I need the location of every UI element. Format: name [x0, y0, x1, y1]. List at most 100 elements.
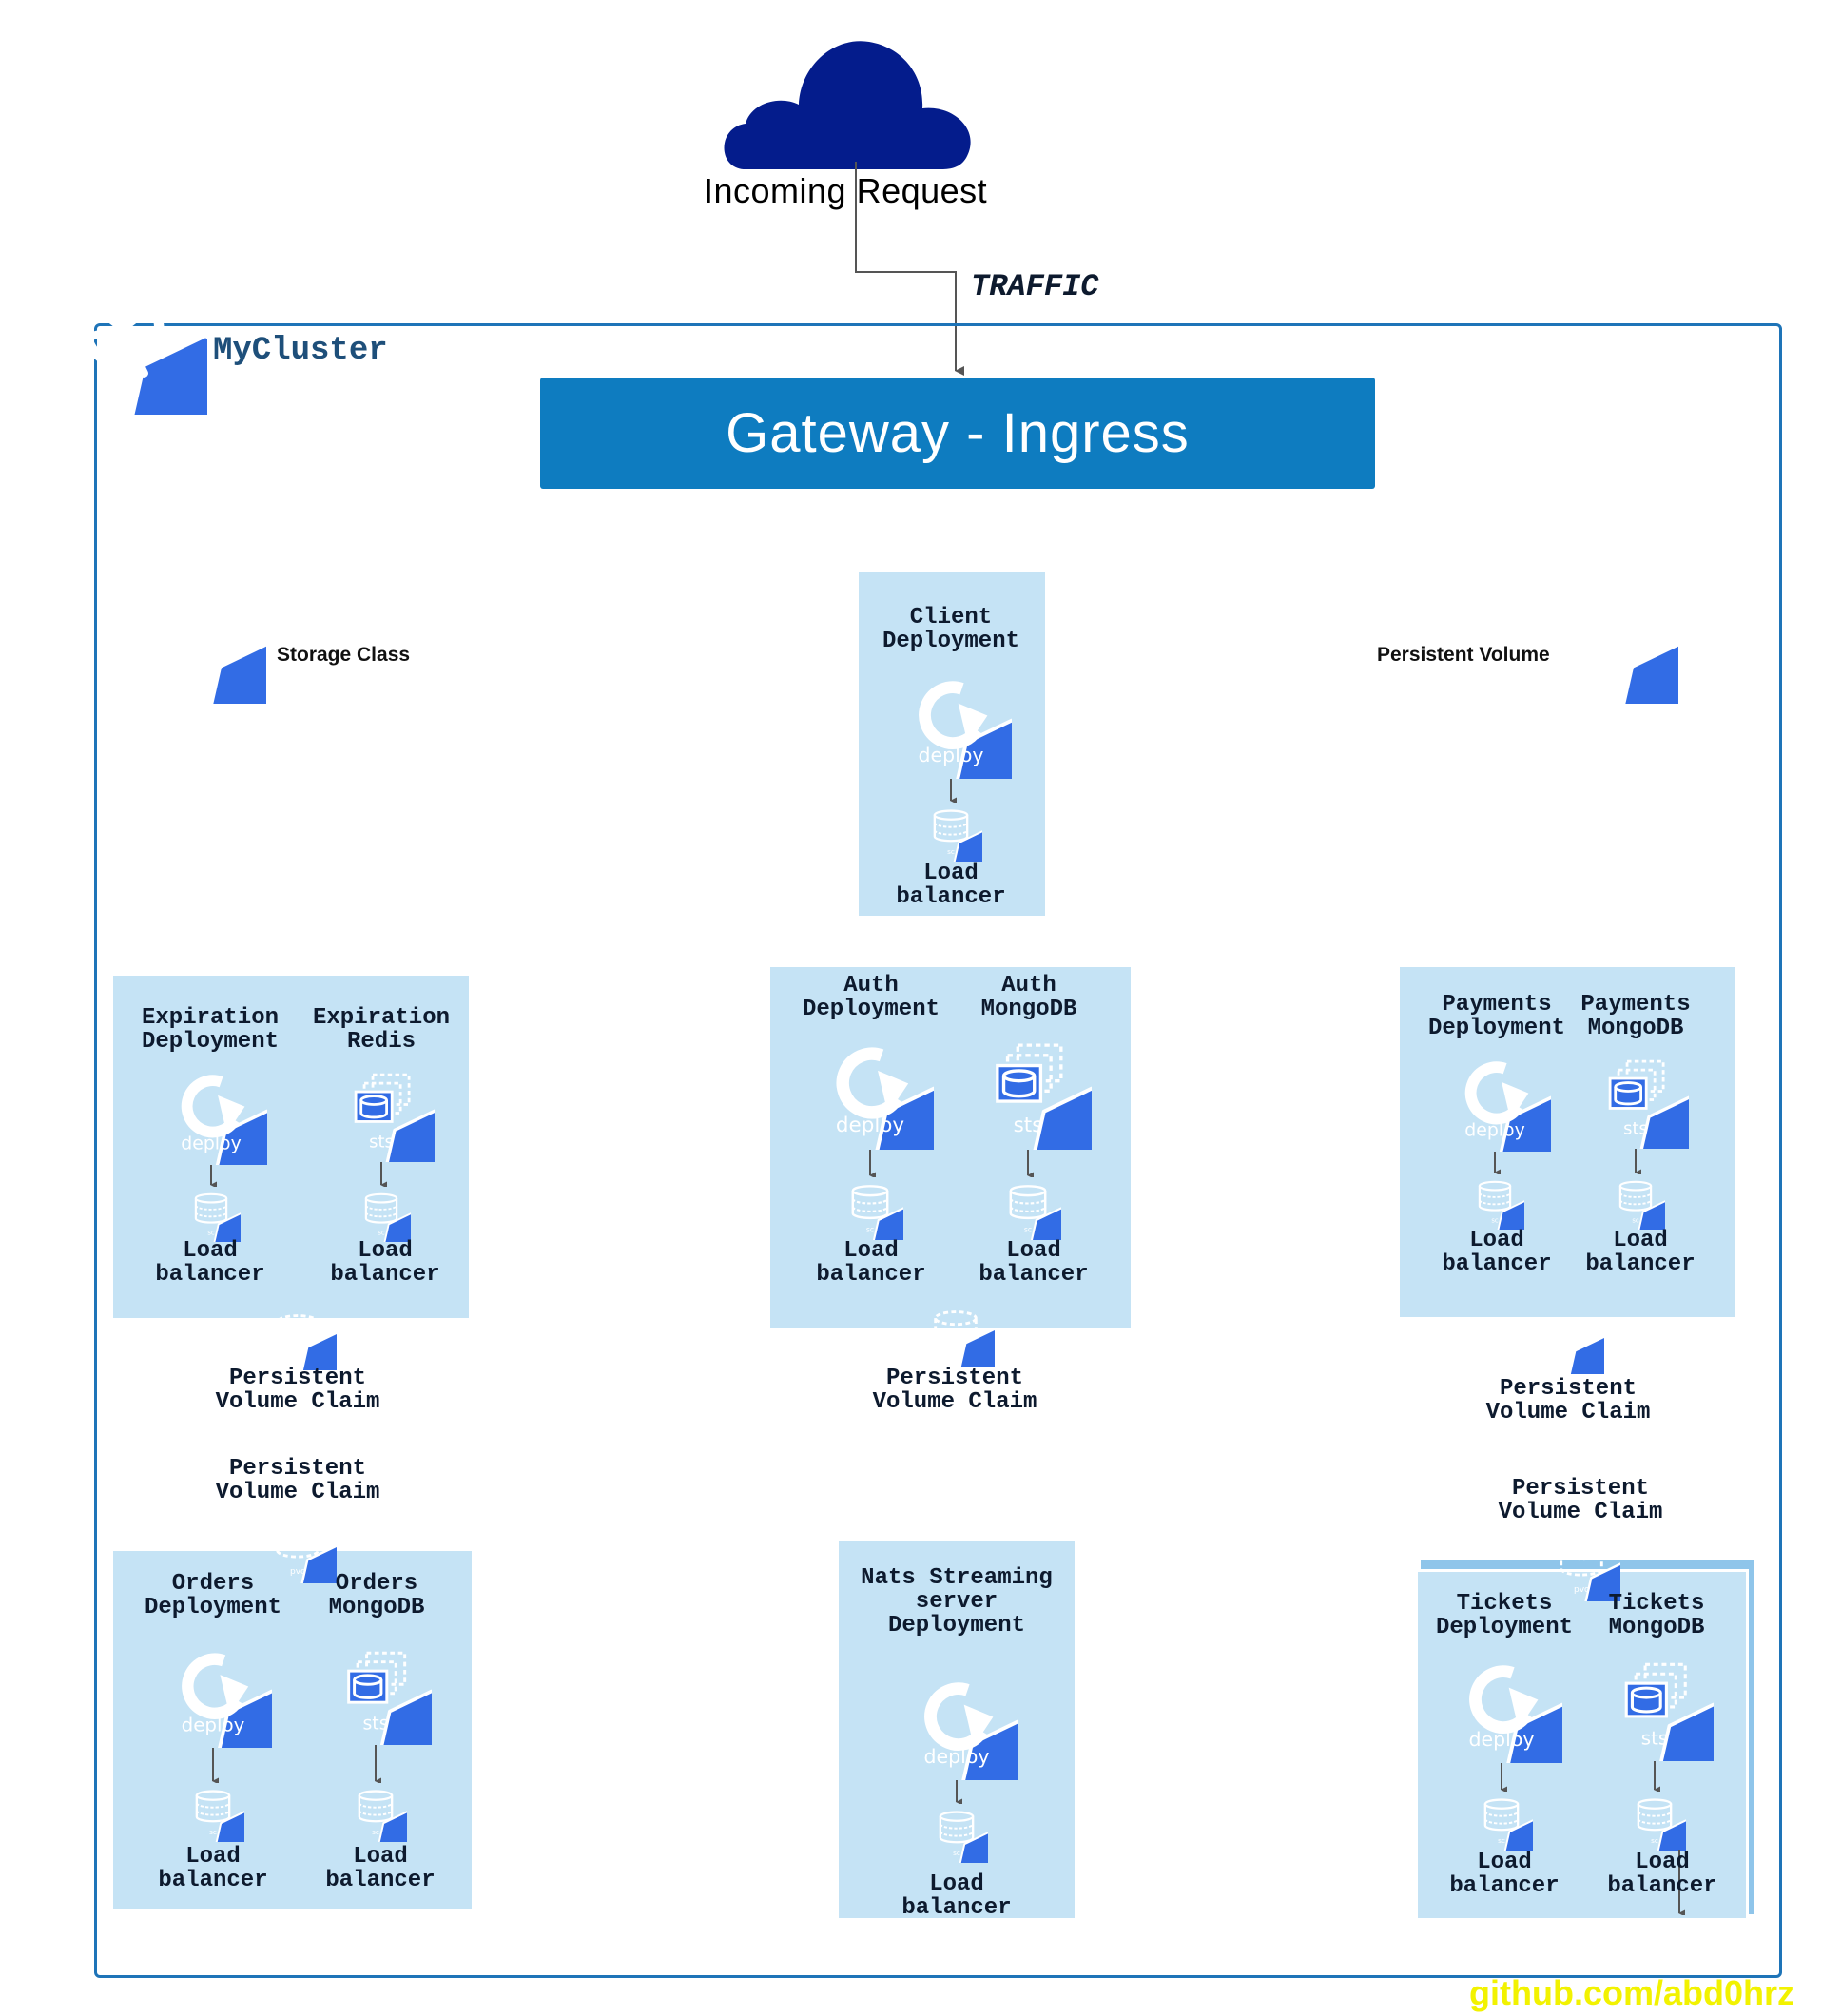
orders-lb2-icon: sc — [358, 1790, 407, 1842]
client-deploy-icon: deploy — [919, 657, 1012, 779]
arrow-connector — [210, 1165, 217, 1187]
svg-text:sts: sts — [1623, 1118, 1648, 1138]
auth-sts-icon: sts — [996, 1043, 1092, 1150]
svg-text:pvc: pvc — [1558, 1358, 1573, 1367]
svg-text:sc: sc — [947, 847, 955, 856]
orders-deployment-label: Orders Deployment — [144, 1571, 282, 1620]
tickets-lb2-icon: sc — [1637, 1798, 1686, 1851]
orders-deploy-icon: deploy — [182, 1630, 272, 1748]
svg-text:deploy: deploy — [181, 1133, 242, 1153]
kubernetes-helm-icon — [70, 274, 207, 415]
arrow-connector — [956, 1780, 962, 1804]
svg-text:sts: sts — [1641, 1728, 1668, 1750]
svg-text:sts: sts — [369, 1132, 394, 1152]
orders-mongodb-label: Orders MongoDB — [328, 1571, 425, 1620]
tickets-pvc-icon: pvc — [1560, 1545, 1620, 1601]
svg-text:sts: sts — [1014, 1114, 1043, 1137]
orders-lb2-label: Load balancer — [325, 1844, 436, 1893]
expiration-redis-label: Expiration Redis — [312, 1005, 451, 1055]
svg-text:sc: sc — [372, 1828, 379, 1836]
orders-sts-icon: sts — [347, 1651, 432, 1745]
svg-text:pvc: pvc — [290, 1567, 305, 1577]
persistent-volume-icon: pv — [1584, 614, 1678, 704]
tickets-pvc-label: Persistent Volume Claim — [1498, 1476, 1663, 1525]
tickets-sts-icon: sts — [1624, 1662, 1714, 1761]
auth-deployment-label: Auth Deployment — [802, 973, 940, 1022]
svg-text:pvc: pvc — [1574, 1585, 1589, 1595]
payments-pvc-icon: pvc — [1543, 1318, 1604, 1374]
storage-class-label: Storage Class — [277, 644, 411, 666]
expiration-lb1-label: Load balancer — [155, 1238, 265, 1288]
payments-lb1-icon: sc — [1478, 1180, 1524, 1230]
tickets-mongodb-label: Tickets MongoDB — [1608, 1591, 1705, 1640]
arrow-connector — [212, 1748, 219, 1783]
arrow-connector — [1027, 1150, 1034, 1177]
svg-text:sc: sc — [1651, 1836, 1658, 1845]
arrow-connector — [1635, 1149, 1641, 1174]
arrow-connector — [1494, 1152, 1501, 1174]
orders-lb1-label: Load balancer — [158, 1844, 268, 1893]
persistent-volume-label: Persistent Volume — [1377, 644, 1550, 666]
svg-text:sc: sc — [1632, 1217, 1639, 1225]
svg-text:pvc: pvc — [290, 1354, 305, 1364]
svg-text:deploy: deploy — [182, 1715, 245, 1736]
client-lb-label: Load balancer — [896, 861, 1006, 910]
svg-text:deploy: deploy — [1469, 1728, 1535, 1751]
auth-pvc-icon: pvc — [934, 1310, 995, 1367]
svg-text:sc: sc — [378, 1230, 385, 1237]
orders-pvc-icon: pvc — [276, 1527, 337, 1583]
arrow-connector — [375, 1745, 381, 1783]
nats-lb-icon: sc — [939, 1811, 988, 1863]
cloud-label: Incoming Request — [704, 171, 988, 210]
svg-text:sc: sc — [1024, 1226, 1032, 1234]
expiration-lb2-icon: sc — [364, 1192, 411, 1242]
orders-pvc-label: Persistent Volume Claim — [215, 1456, 380, 1505]
tickets-deployment-label: Tickets Deployment — [1435, 1591, 1574, 1640]
traffic-connector — [855, 162, 964, 376]
arrow-connector — [1501, 1763, 1507, 1792]
orders-lb1-icon: sc — [195, 1790, 244, 1842]
payments-deploy-icon: deploy — [1464, 1039, 1551, 1152]
cluster-name: MyCluster — [213, 333, 388, 369]
payments-mongodb-label: Payments MongoDB — [1580, 992, 1691, 1041]
expiration-deploy-icon: deploy — [181, 1053, 267, 1165]
expiration-pvc-icon: pvc — [276, 1314, 337, 1370]
cloud-icon — [724, 41, 971, 169]
auth-lb1-label: Load balancer — [816, 1238, 926, 1288]
svg-text:deploy: deploy — [919, 744, 984, 766]
watermark: github.com/abd0hrz — [1469, 1973, 1794, 2012]
auth-lb1-icon: sc — [851, 1185, 903, 1240]
expiration-sts-icon: sts — [354, 1073, 435, 1162]
nats-group — [839, 1541, 1075, 1918]
tickets-lb1-icon: sc — [1483, 1798, 1533, 1851]
svg-text:sc: sc — [209, 1828, 217, 1836]
nats-deploy-icon: deploy — [924, 1658, 1018, 1780]
traffic-label: TRAFFIC — [971, 269, 1099, 304]
svg-text:deploy: deploy — [1464, 1119, 1525, 1140]
arrow-connector — [869, 1150, 876, 1177]
tickets-lb2-label: Load balancer — [1607, 1850, 1717, 1899]
expiration-lb2-label: Load balancer — [330, 1238, 440, 1288]
svg-text:sc: sc — [207, 1230, 215, 1237]
svg-text:sc: sc — [197, 669, 213, 688]
svg-text:sc: sc — [1498, 1836, 1505, 1845]
tickets-deploy-icon: deploy — [1469, 1641, 1562, 1763]
client-deployment-label: Client Deployment — [882, 605, 1020, 654]
nats-deployment-label: Nats Streaming server Deployment — [861, 1565, 1053, 1638]
arrow-connector — [950, 779, 957, 803]
svg-text:pvc: pvc — [948, 1350, 963, 1360]
expiration-deployment-label: Expiration Deployment — [141, 1005, 280, 1055]
expiration-lb1-icon: sc — [194, 1192, 241, 1242]
auth-mongodb-label: Auth MongoDB — [980, 973, 1077, 1022]
svg-text:deploy: deploy — [924, 1745, 990, 1768]
payments-lb2-icon: sc — [1618, 1180, 1665, 1230]
svg-text:sc: sc — [1491, 1217, 1499, 1225]
auth-lb2-icon: sc — [1009, 1185, 1061, 1240]
payments-lb1-label: Load balancer — [1442, 1228, 1552, 1277]
expiration-pvc-label: Persistent Volume Claim — [215, 1366, 380, 1415]
auth-deploy-icon: deploy — [836, 1022, 934, 1150]
payments-lb2-label: Load balancer — [1585, 1228, 1696, 1277]
payments-sts-icon: sts — [1608, 1059, 1689, 1149]
payments-pvc-label: Persistent Volume Claim — [1485, 1376, 1651, 1425]
cluster-boundary — [94, 323, 1782, 1978]
